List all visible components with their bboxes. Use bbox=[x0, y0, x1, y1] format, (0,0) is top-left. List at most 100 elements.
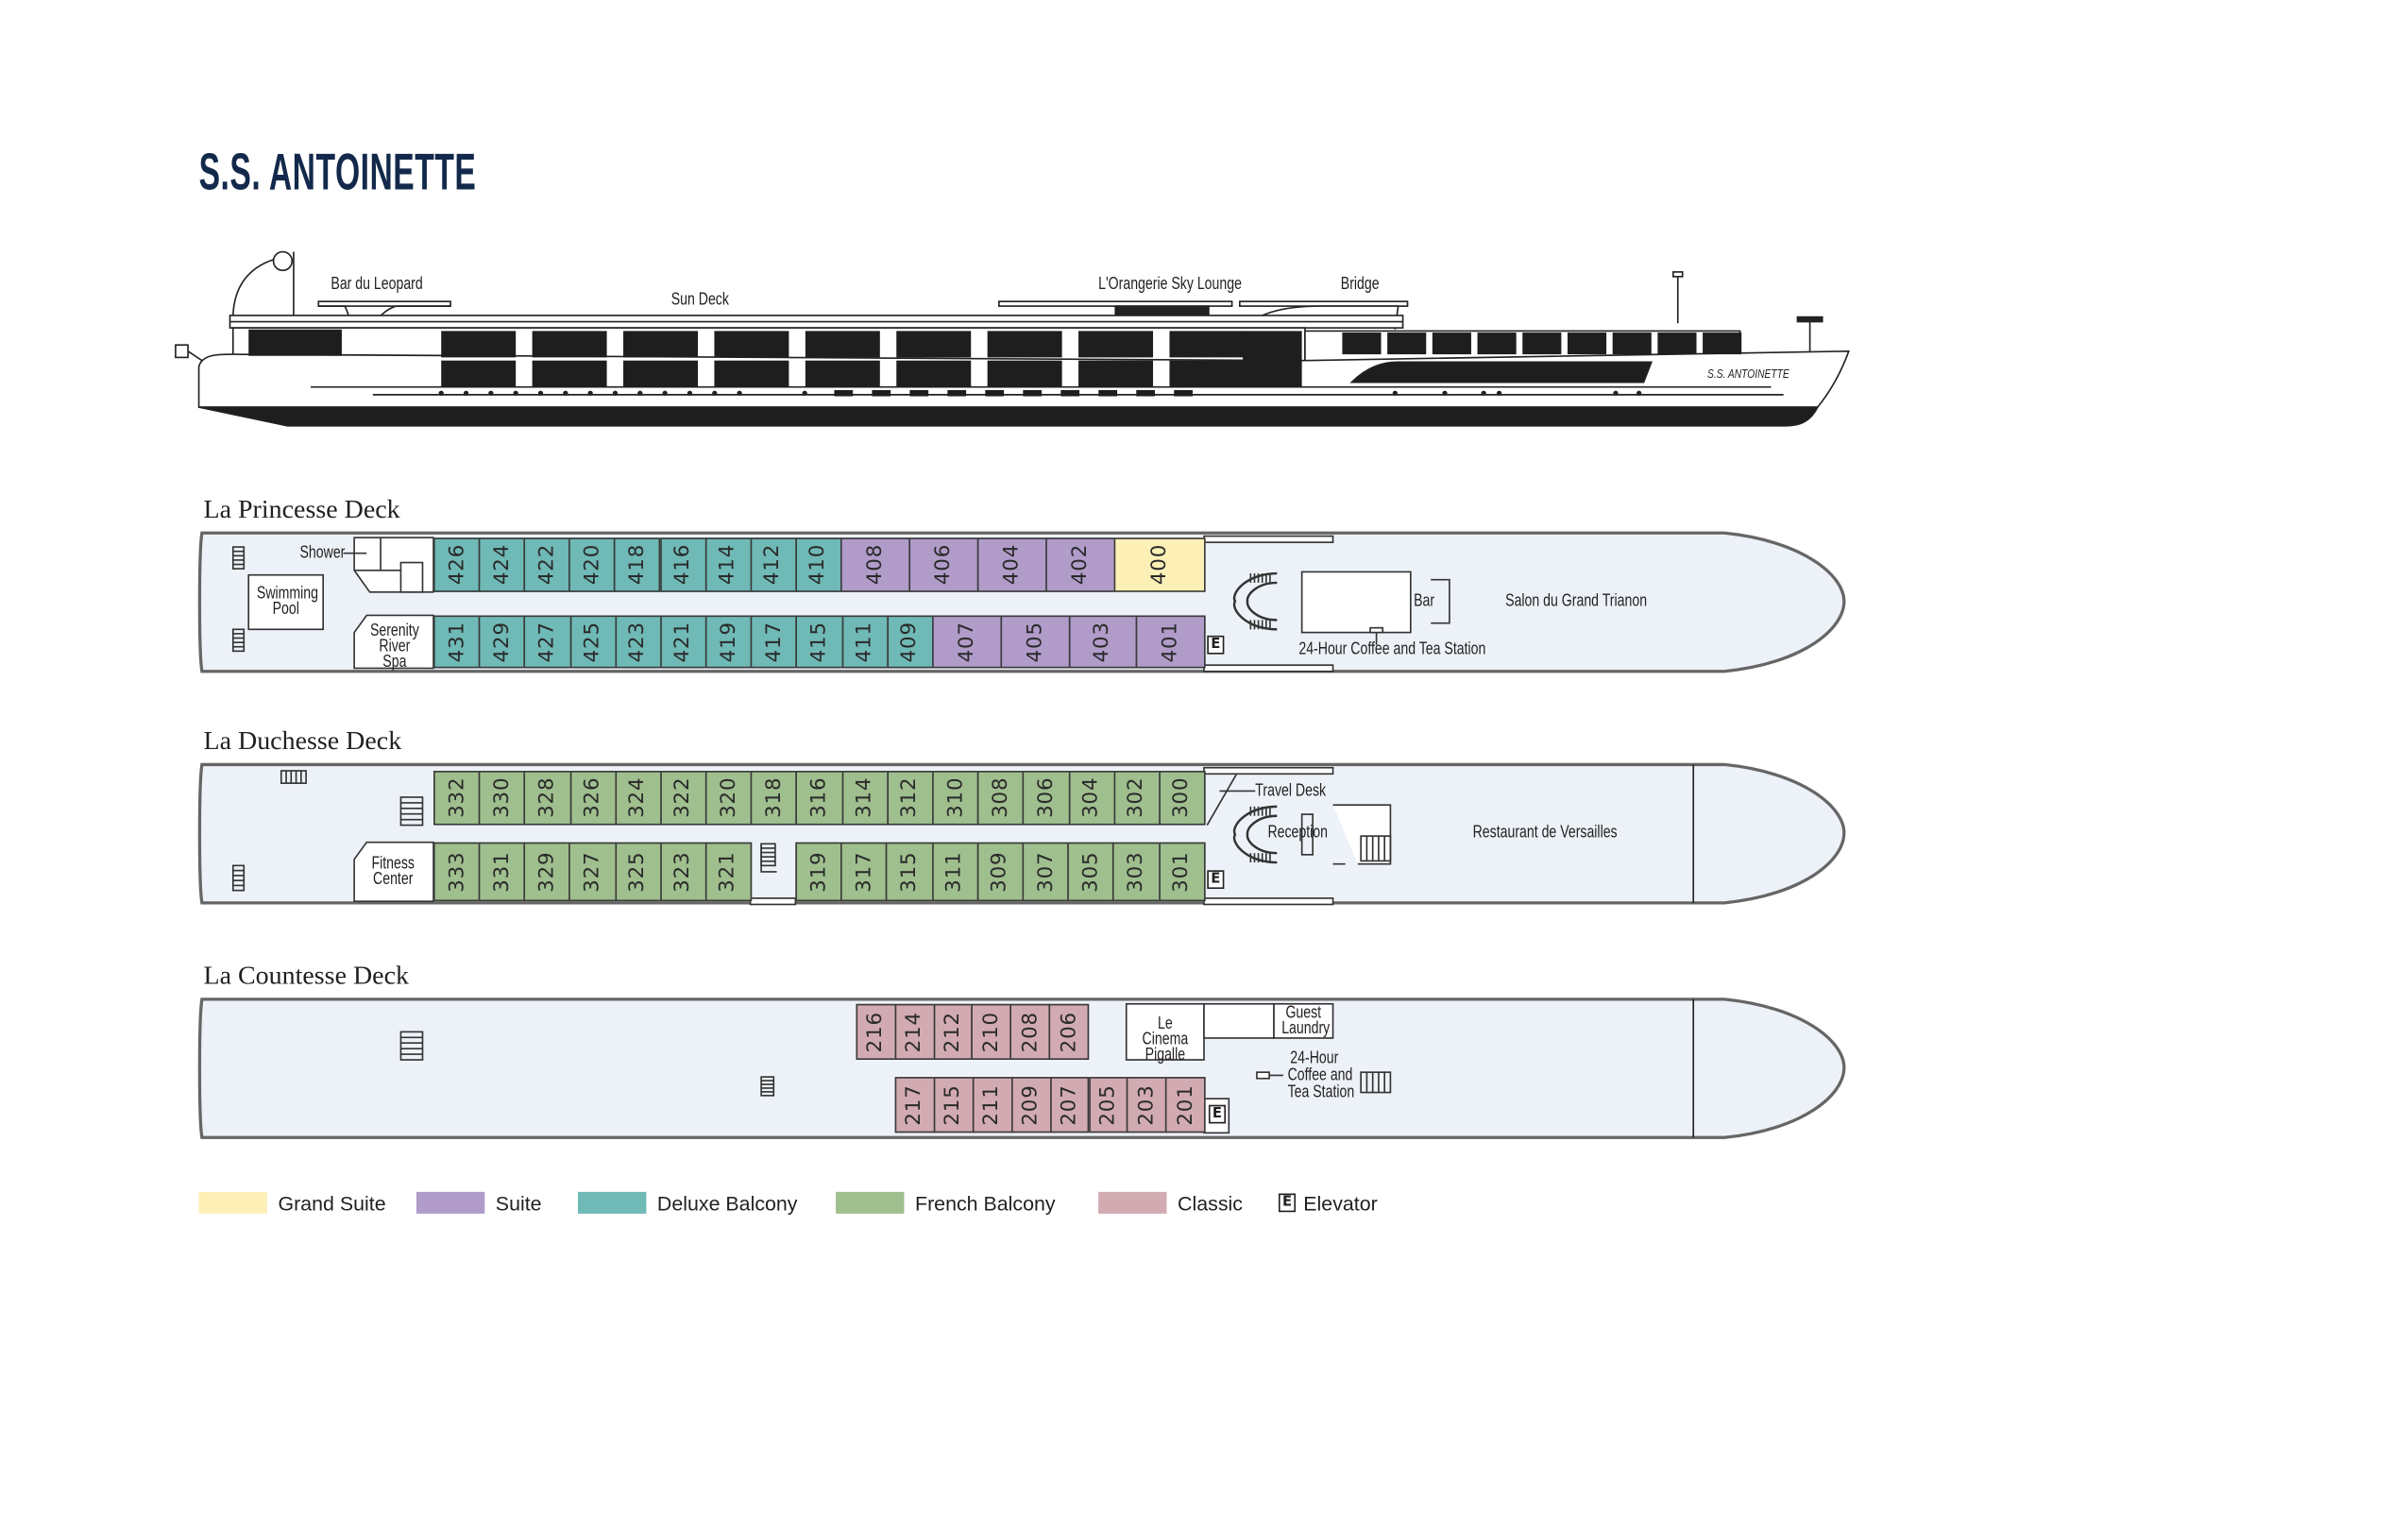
cabin-suite[interactable]: 402 bbox=[1045, 537, 1116, 592]
cabin-french[interactable]: 326 bbox=[569, 770, 617, 826]
cabin-classic[interactable]: 201 bbox=[1165, 1077, 1206, 1133]
cabin-suite[interactable]: 405 bbox=[1000, 615, 1070, 669]
cabin-french[interactable]: 302 bbox=[1113, 770, 1161, 826]
cabin-classic[interactable]: 207 bbox=[1049, 1077, 1091, 1133]
cabin-deluxe[interactable]: 412 bbox=[750, 537, 797, 592]
cabin-french[interactable]: 305 bbox=[1067, 842, 1115, 902]
stairs-icon bbox=[1360, 1071, 1392, 1094]
cabin-french[interactable]: 301 bbox=[1158, 842, 1206, 902]
cabin-classic[interactable]: 208 bbox=[1009, 1003, 1051, 1060]
cabin-deluxe[interactable]: 416 bbox=[659, 537, 706, 592]
label-travel-desk: Travel Desk bbox=[1255, 781, 1327, 801]
cabin-deluxe[interactable]: 414 bbox=[704, 537, 752, 592]
window bbox=[441, 360, 517, 387]
cabin-classic[interactable]: 205 bbox=[1088, 1077, 1129, 1133]
cabin-deluxe[interactable]: 422 bbox=[523, 537, 571, 592]
window bbox=[1522, 332, 1562, 355]
cabin-deluxe[interactable]: 418 bbox=[614, 537, 661, 592]
corridor-rail bbox=[1203, 664, 1334, 673]
cabin-french[interactable]: 324 bbox=[615, 770, 662, 826]
cabin-deluxe[interactable]: 421 bbox=[660, 615, 707, 669]
cabin-french[interactable]: 332 bbox=[432, 770, 481, 826]
cabin-french[interactable]: 319 bbox=[795, 842, 842, 902]
cabin-suite[interactable]: 403 bbox=[1068, 615, 1138, 669]
porthole bbox=[563, 390, 568, 396]
cabin-french[interactable]: 303 bbox=[1112, 842, 1161, 902]
cabin-french[interactable]: 322 bbox=[660, 770, 707, 826]
cabin-deluxe[interactable]: 425 bbox=[569, 615, 617, 669]
cabin-french[interactable]: 318 bbox=[751, 770, 798, 826]
cabin-classic[interactable]: 211 bbox=[972, 1077, 1013, 1133]
cabin-suite[interactable]: 401 bbox=[1136, 615, 1206, 669]
cabin-classic[interactable]: 215 bbox=[933, 1077, 975, 1133]
cabin-deluxe[interactable]: 431 bbox=[432, 615, 481, 669]
legend-item-french: French Balcony bbox=[836, 1190, 1056, 1215]
cabin-french[interactable]: 329 bbox=[523, 842, 571, 902]
cabin-grand-suite[interactable]: 400 bbox=[1113, 537, 1206, 592]
cabin-french[interactable]: 331 bbox=[478, 842, 526, 902]
cabin-classic[interactable]: 210 bbox=[972, 1003, 1012, 1060]
cabin-french[interactable]: 327 bbox=[568, 842, 617, 902]
cabin-deluxe[interactable]: 417 bbox=[751, 615, 798, 669]
cabin-suite[interactable]: 404 bbox=[976, 537, 1047, 592]
cabin-french[interactable]: 330 bbox=[478, 770, 526, 826]
cabin-french[interactable]: 308 bbox=[977, 770, 1025, 826]
porthole bbox=[1496, 390, 1502, 396]
cabin-classic[interactable]: 216 bbox=[856, 1003, 896, 1060]
cabin-french[interactable]: 310 bbox=[932, 770, 979, 826]
cabin-french[interactable]: 321 bbox=[704, 842, 753, 902]
cabin-french[interactable]: 311 bbox=[931, 842, 979, 902]
cabin-french[interactable]: 317 bbox=[840, 842, 889, 902]
countesse-deck-outline bbox=[197, 997, 1846, 1139]
cabin-deluxe[interactable]: 429 bbox=[478, 615, 526, 669]
porthole bbox=[802, 390, 807, 396]
cabin-french[interactable]: 306 bbox=[1023, 770, 1070, 826]
cabin-french[interactable]: 315 bbox=[886, 842, 934, 902]
cabin-deluxe[interactable]: 423 bbox=[615, 615, 662, 669]
cabin-classic[interactable]: 203 bbox=[1127, 1077, 1167, 1133]
spiral-staircase-icon bbox=[1232, 805, 1278, 864]
cabin-french[interactable]: 325 bbox=[614, 842, 662, 902]
cabin-number: 409 bbox=[898, 621, 923, 663]
cabin-deluxe[interactable]: 410 bbox=[794, 537, 842, 592]
cabin-number: 300 bbox=[1170, 777, 1195, 819]
cabin-suite[interactable]: 407 bbox=[932, 615, 1002, 669]
porthole-window bbox=[1174, 389, 1193, 397]
cabin-number: 423 bbox=[626, 621, 651, 663]
cabin-french[interactable]: 323 bbox=[659, 842, 707, 902]
reception-desk bbox=[1300, 813, 1314, 856]
cabin-number: 203 bbox=[1135, 1084, 1160, 1126]
cabin-number: 332 bbox=[445, 777, 469, 819]
cabin-classic[interactable]: 206 bbox=[1048, 1003, 1090, 1060]
cabin-classic[interactable]: 214 bbox=[894, 1003, 935, 1060]
cabin-classic[interactable]: 212 bbox=[933, 1003, 974, 1060]
cabin-deluxe[interactable]: 409 bbox=[887, 615, 934, 669]
cabin-french[interactable]: 309 bbox=[976, 842, 1025, 902]
cabin-french[interactable]: 316 bbox=[796, 770, 843, 826]
cabin-suite[interactable]: 406 bbox=[908, 537, 979, 592]
cabin-french[interactable]: 328 bbox=[524, 770, 571, 826]
cabin-number: 206 bbox=[1057, 1011, 1081, 1053]
cabin-french[interactable]: 333 bbox=[432, 842, 481, 902]
cabin-french[interactable]: 307 bbox=[1022, 842, 1070, 902]
cabin-number: 404 bbox=[1000, 544, 1025, 586]
cabin-deluxe[interactable]: 420 bbox=[568, 537, 617, 592]
cabin-deluxe[interactable]: 411 bbox=[841, 615, 889, 669]
cabin-french[interactable]: 300 bbox=[1159, 770, 1206, 826]
coffee-bar-area bbox=[1300, 571, 1412, 634]
cabin-suite[interactable]: 408 bbox=[840, 537, 911, 592]
cabin-french[interactable]: 320 bbox=[705, 770, 753, 826]
cabin-number: 311 bbox=[942, 851, 967, 893]
cabin-deluxe[interactable]: 415 bbox=[796, 615, 843, 669]
cabin-deluxe[interactable]: 424 bbox=[478, 537, 526, 592]
cabin-deluxe[interactable]: 419 bbox=[705, 615, 753, 669]
cabin-french[interactable]: 314 bbox=[841, 770, 889, 826]
cabin-french[interactable]: 312 bbox=[887, 770, 934, 826]
cabin-number: 416 bbox=[670, 544, 695, 586]
window bbox=[1432, 332, 1471, 355]
cabin-deluxe[interactable]: 427 bbox=[524, 615, 571, 669]
cabin-french[interactable]: 304 bbox=[1068, 770, 1115, 826]
cabin-deluxe[interactable]: 426 bbox=[432, 537, 481, 592]
cabin-classic[interactable]: 209 bbox=[1010, 1077, 1052, 1133]
cabin-classic[interactable]: 217 bbox=[894, 1077, 936, 1133]
